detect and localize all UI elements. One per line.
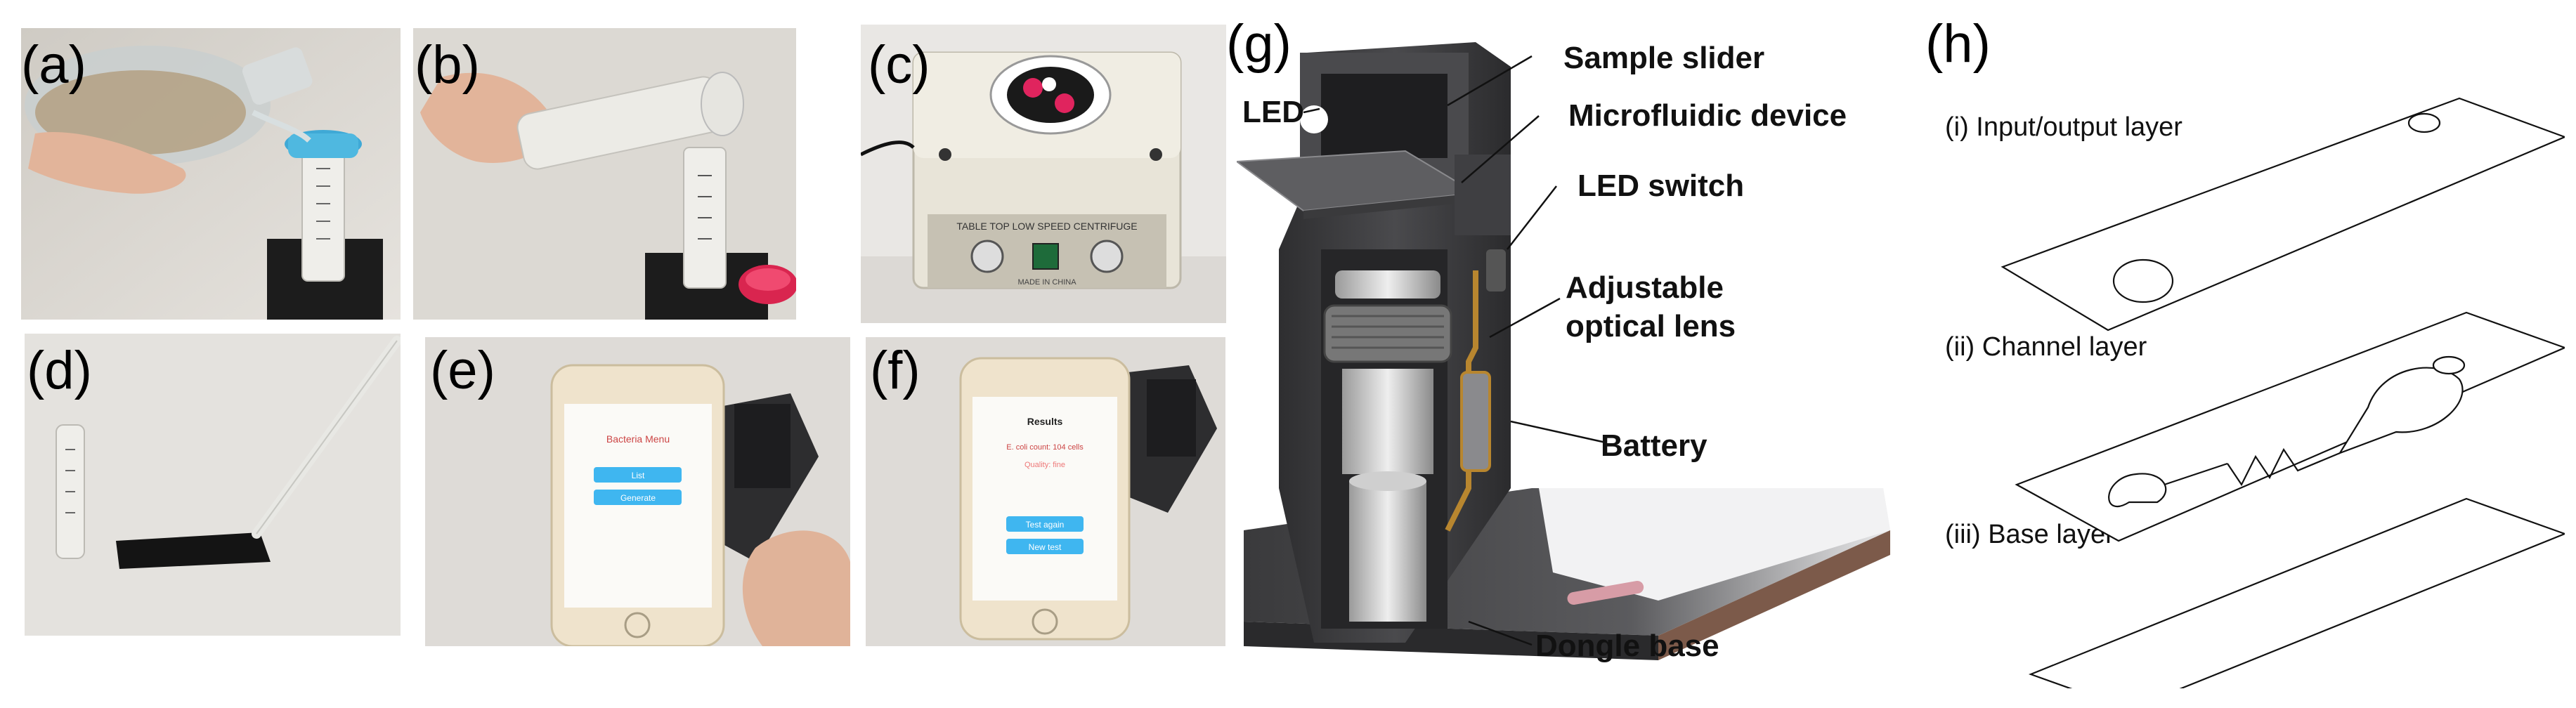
- inlet-chamber: [2108, 473, 2167, 508]
- phone-results-photo: Results E. coli count: 104 cells Quality…: [866, 337, 1225, 646]
- outlet-hole: [2407, 112, 2441, 133]
- test-again-button: [1006, 516, 1084, 532]
- layer-label-base: (iii) Base layer: [1945, 520, 2114, 549]
- callout-microfluidic-device: Microfluidic device: [1568, 98, 1847, 133]
- exploded-layer-diagram: [2001, 97, 2565, 688]
- test-again-label: Test again: [1026, 520, 1065, 530]
- callout-lens-line2: optical lens: [1566, 309, 1736, 343]
- panel-label-e: (e): [430, 341, 495, 400]
- centrifuge-photo: TABLE TOP LOW SPEED CENTRIFUGE MADE IN C…: [861, 25, 1226, 323]
- panel-label-h: (h): [1925, 14, 1991, 74]
- callout-lens-line1: Adjustable: [1566, 270, 1724, 305]
- panel-label-c: (c): [868, 35, 930, 95]
- generate-button-label: Generate: [620, 493, 656, 503]
- quality-line: Quality: fine: [1024, 461, 1065, 469]
- new-test-button: [1006, 539, 1084, 554]
- callout-led: LED: [1242, 95, 1304, 129]
- dongle-cutaway-illustration: [1237, 42, 1890, 660]
- photo-panel-a: [21, 28, 401, 320]
- photo-panel-b: [413, 28, 796, 320]
- callout-led-switch: LED switch: [1578, 169, 1745, 203]
- list-button: [594, 467, 682, 483]
- channel-outlet: [2432, 355, 2466, 375]
- photo-panel-e: Bacteria Menu List Generate: [425, 337, 850, 646]
- battery-element: [1460, 371, 1491, 472]
- base-layer: [2028, 497, 2565, 688]
- result-line: E. coli count: 104 cells: [1006, 443, 1084, 452]
- list-button-label: List: [632, 471, 645, 480]
- filling-tube-photo: [413, 28, 796, 320]
- new-test-label: New test: [1029, 542, 1062, 552]
- screen-title-f: Results: [1027, 416, 1063, 427]
- panel-label-a: (a): [21, 35, 86, 95]
- layer-label-input-output: (i) Input/output layer: [1945, 112, 2183, 142]
- detection-chamber: [2338, 367, 2464, 455]
- dongle-cutaway-render: [1237, 39, 1904, 706]
- serpentine-channel: [2164, 447, 2341, 487]
- callout-leader-lines: [1303, 55, 1606, 646]
- panel-label-g: (g): [1226, 14, 1292, 74]
- callout-sample-slider: Sample slider: [1563, 41, 1765, 75]
- pipetting-photo: [25, 334, 401, 636]
- phone-with-dongle-menu-photo: Bacteria Menu List Generate: [425, 337, 850, 646]
- panel-label-b: (b): [415, 35, 480, 95]
- centrifuge-label: TABLE TOP LOW SPEED CENTRIFUGE: [956, 221, 1137, 232]
- photo-panel-c: TABLE TOP LOW SPEED CENTRIFUGE MADE IN C…: [861, 25, 1226, 323]
- panel-label-f: (f): [870, 341, 921, 400]
- layer-label-channel: (ii) Channel layer: [1945, 332, 2147, 362]
- panel-label-d: (d): [27, 341, 92, 400]
- callout-dongle-base: Dongle base: [1535, 629, 1719, 663]
- made-in-label: MADE IN CHINA: [1017, 278, 1076, 287]
- callout-battery: Battery: [1601, 428, 1707, 463]
- inlet-hole: [2112, 258, 2174, 303]
- photo-panel-f: Results E. coli count: 104 cells Quality…: [866, 337, 1225, 646]
- screen-title-e: Bacteria Menu: [606, 433, 670, 445]
- input-output-layer: [2001, 97, 2565, 332]
- generate-button: [594, 490, 682, 505]
- photo-panel-d: [25, 334, 401, 636]
- pouring-sample-photo: [21, 28, 401, 320]
